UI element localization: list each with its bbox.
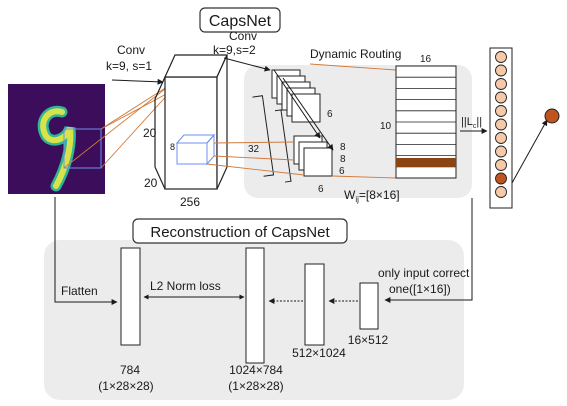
output-capsule-node — [495, 105, 507, 117]
correct-capsule-row — [396, 158, 456, 167]
weight-label: Wij=[8×16] — [344, 188, 400, 204]
capsule-brace-inner — [274, 109, 292, 183]
conv2-dim-c: 8 — [340, 142, 346, 153]
conv2-dim-a: 6 — [327, 109, 333, 120]
conv1-arrow — [111, 78, 164, 85]
input-digit-image — [8, 84, 105, 194]
conv2-arrow — [223, 57, 271, 72]
layer-label-16x512: 16×512 — [348, 333, 389, 347]
layer-sublabel-784: (1×28×28) — [98, 379, 153, 393]
routing-rows: 10 — [380, 121, 392, 132]
capsnet-title: CapsNet — [209, 13, 272, 30]
layer-label-784: 784 — [120, 363, 140, 377]
digit-capsule-matrix — [395, 65, 457, 179]
mask-label-line1: only input correct — [378, 266, 470, 280]
conv1-dim-h: 20 — [143, 126, 157, 140]
conv1-dim-w: 20 — [144, 176, 158, 190]
capsule-routing-arrow-1 — [273, 69, 321, 139]
reconstruction-title-box — [132, 218, 348, 244]
output-capsule-node — [495, 64, 507, 77]
flatten-label: Flatten — [61, 284, 98, 298]
output-capsule-node — [495, 91, 507, 104]
capsule-routing-arrow-2 — [282, 77, 334, 151]
output-capsule-node — [495, 132, 507, 144]
primary-capsules-top — [271, 69, 321, 123]
receptive-field-box — [63, 128, 102, 169]
mask-label-line2: one([1×16]) — [389, 282, 451, 296]
flatten-path-line — [54, 197, 118, 305]
primary-capsules-bottom — [293, 135, 333, 177]
flatten-layer-784 — [120, 247, 141, 346]
conv2-connection-lines — [206, 141, 305, 176]
mask-path-line — [384, 198, 473, 303]
output-capsule-node — [495, 145, 507, 158]
routing-cols: 16 — [420, 54, 432, 65]
capsnet-title-box — [199, 7, 281, 33]
conv1-label-params: k=9, s=1 — [106, 59, 152, 73]
layer-label-1024x784: 1024×784 — [229, 363, 283, 377]
fc-layer-16x512 — [359, 282, 379, 330]
conv2-dim-d: 8 — [340, 154, 346, 165]
output-capsule-selected — [495, 172, 507, 185]
reconstruction-title: Reconstruction of CapsNet — [150, 224, 330, 241]
layer-sublabel-1024x784: (1×28×28) — [228, 379, 283, 393]
routing-bottom-line — [331, 175, 397, 179]
output-capsule-node — [495, 51, 507, 63]
conv2-count: 32 — [248, 144, 260, 155]
conv2-label-name: Conv — [229, 29, 257, 43]
loss-label: L2 Norm loss — [150, 279, 221, 293]
output-capsule-node — [495, 186, 507, 198]
conv2-dim-b: 6 — [339, 166, 345, 177]
fc-layer-1024x784 — [245, 247, 265, 364]
norm-label: ||Lc|| — [461, 116, 482, 130]
conv1-feature-volume — [154, 54, 228, 190]
conv2-small-dim: 8 — [170, 142, 175, 152]
output-capsule-node — [495, 159, 507, 171]
conv1-depth: 256 — [180, 195, 200, 209]
predicted-class-node — [544, 108, 560, 124]
fc-layer-512x1024 — [304, 263, 325, 346]
conv2-label-params: k=9,s=2 — [213, 43, 256, 57]
routing-top-line — [309, 63, 397, 71]
output-arrow — [511, 119, 548, 184]
output-capsule-node — [495, 118, 507, 131]
conv2-dim-e: 6 — [318, 184, 324, 195]
routing-title: Dynamic Routing — [310, 47, 401, 61]
output-capsule-node — [495, 78, 507, 90]
layer-label-512x1024: 512×1024 — [292, 346, 346, 360]
capsule-brace — [252, 95, 275, 177]
conv1-label-name: Conv — [117, 43, 145, 57]
